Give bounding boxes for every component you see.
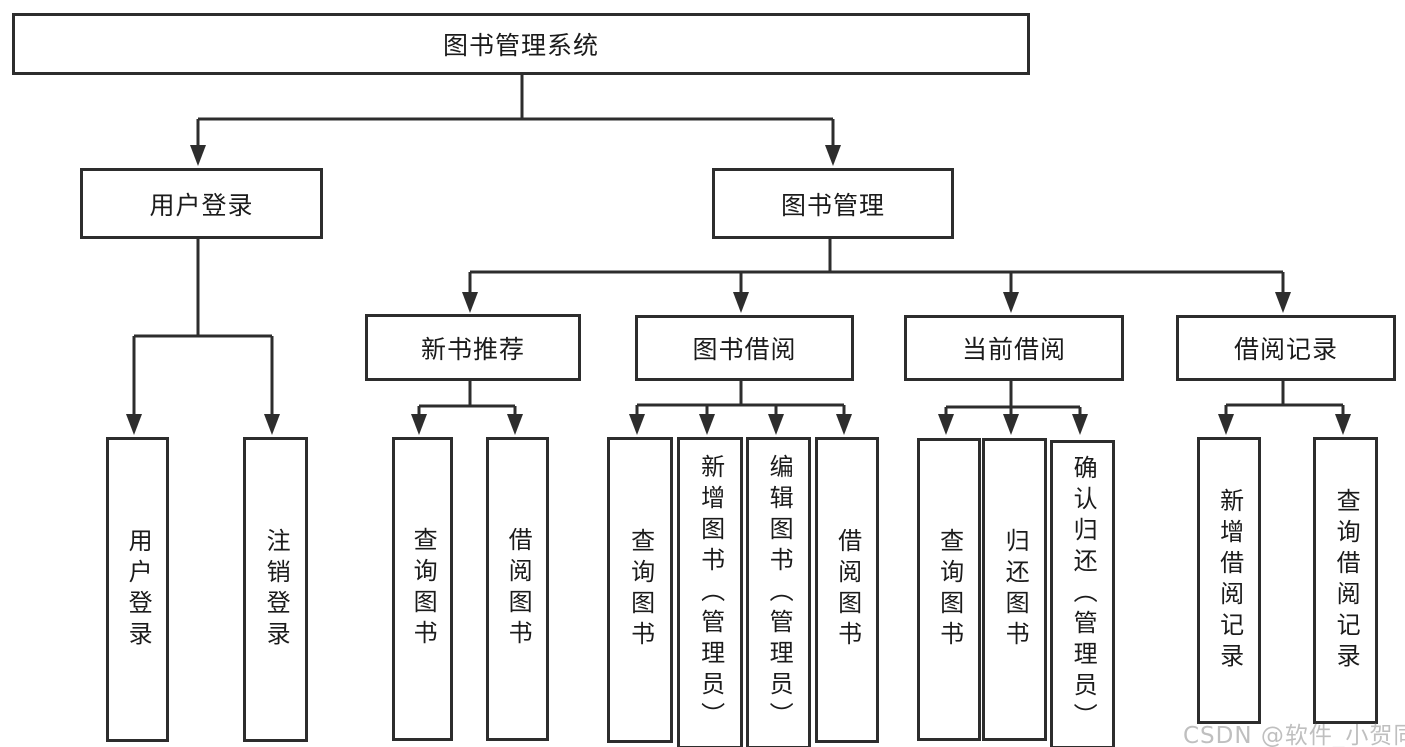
- node-book-mgmt-label: 图书管理: [780, 190, 885, 220]
- leaf-query-borrow-record-label: 查询借阅记录: [1332, 487, 1361, 674]
- leaf-edit-book-admin-label: 编辑图书（管理员）: [765, 453, 794, 733]
- connector-book-borrow-to-leaves: [629, 375, 852, 435]
- node-book-borrow-label: 图书借阅: [692, 335, 797, 364]
- leaf-add-book-admin: 新增图书（管理员）: [677, 437, 743, 747]
- connector-book-mgmt-to-level3: [462, 233, 1291, 313]
- leaf-edit-book-admin: 编辑图书（管理员）: [746, 437, 811, 747]
- leaf-query-borrow-record: 查询借阅记录: [1313, 437, 1378, 724]
- node-user-login-label: 用户登录: [149, 190, 254, 220]
- leaf-borrow-book-2-label: 借阅图书: [833, 528, 862, 652]
- leaf-add-borrow-record: 新增借阅记录: [1197, 437, 1261, 724]
- leaf-add-book-admin-label: 新增图书（管理员）: [696, 453, 725, 733]
- leaf-query-book-3-label: 查询图书: [935, 527, 964, 652]
- leaf-query-book-2: 查询图书: [607, 437, 673, 743]
- leaf-borrow-book-1-label: 借阅图书: [504, 527, 533, 651]
- node-book-mgmt: 图书管理: [712, 168, 954, 239]
- node-current-borrow-label: 当前借阅: [961, 335, 1066, 364]
- connector-new-book-rec-to-leaves: [411, 375, 523, 435]
- node-root: 图书管理系统: [12, 13, 1030, 75]
- leaf-user-login-label: 用户登录: [124, 527, 153, 652]
- leaf-query-book-1: 查询图书: [392, 437, 453, 741]
- leaf-borrow-book-2: 借阅图书: [815, 437, 879, 743]
- connector-root-to-level2: [190, 69, 841, 166]
- watermark: CSDN @软件_小贺同学: [1183, 723, 1405, 747]
- leaf-query-book-2-label: 查询图书: [626, 528, 655, 652]
- node-new-book-rec: 新书推荐: [365, 314, 581, 381]
- leaf-return-book-label: 归还图书: [1001, 527, 1030, 652]
- connector-borrow-records-to-leaves: [1218, 375, 1351, 435]
- node-book-borrow: 图书借阅: [635, 315, 854, 381]
- leaf-user-login: 用户登录: [106, 437, 169, 742]
- leaf-add-borrow-record-label: 新增借阅记录: [1215, 487, 1244, 674]
- leaf-logout-label: 注销登录: [262, 527, 291, 652]
- node-current-borrow: 当前借阅: [904, 315, 1124, 381]
- leaf-confirm-return-admin: 确认归还（管理员）: [1050, 440, 1115, 747]
- node-new-book-rec-label: 新书推荐: [420, 334, 525, 364]
- node-borrow-records: 借阅记录: [1176, 315, 1396, 381]
- connector-user-login-to-leaves: [126, 233, 280, 435]
- leaf-confirm-return-admin-label: 确认归还（管理员）: [1069, 455, 1098, 734]
- connector-current-borrow-to-leaves: [938, 375, 1088, 435]
- leaf-logout: 注销登录: [243, 437, 308, 742]
- node-borrow-records-label: 借阅记录: [1233, 335, 1338, 364]
- leaf-query-book-1-label: 查询图书: [409, 527, 438, 651]
- node-user-login: 用户登录: [80, 168, 323, 239]
- leaf-borrow-book-1: 借阅图书: [486, 437, 549, 741]
- leaf-return-book: 归还图书: [982, 438, 1047, 741]
- node-root-label: 图书管理系统: [442, 31, 599, 60]
- leaf-query-book-3: 查询图书: [917, 438, 981, 741]
